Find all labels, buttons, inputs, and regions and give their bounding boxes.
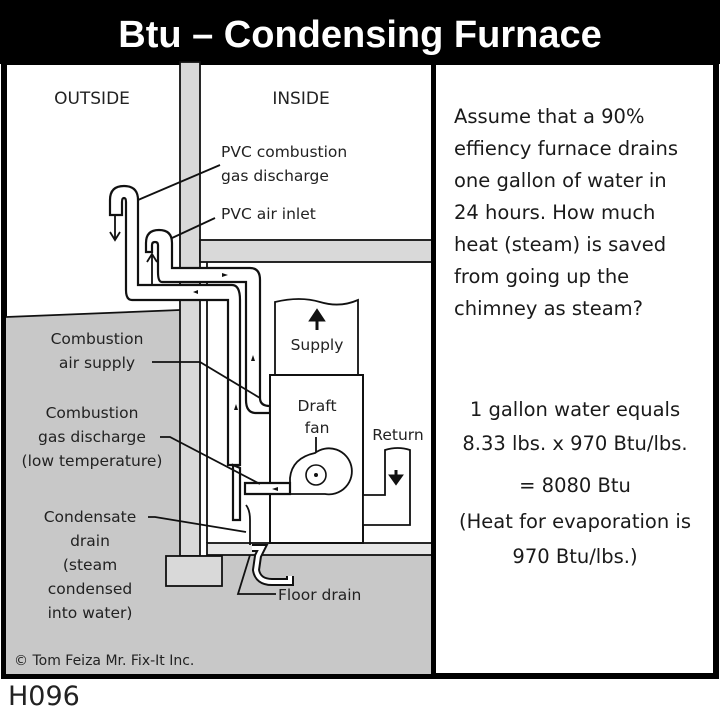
question-line: from going up the — [454, 265, 629, 288]
condensate-trap — [231, 463, 242, 522]
inside-label: INSIDE — [272, 89, 329, 109]
question-line: Assume that a 90% — [454, 105, 645, 128]
question-line: heat (steam) is saved — [454, 233, 666, 256]
exterior-wall — [179, 61, 201, 557]
draft-fan-label: Draft — [297, 397, 336, 415]
pvc-inlet-label: PVC air inlet — [221, 205, 316, 223]
return-duct — [362, 447, 411, 526]
title: Btu – Condensing Furnace — [118, 14, 601, 56]
panel-divider — [431, 62, 436, 676]
condensate-label: Condensate — [44, 508, 137, 526]
answer-line: (Heat for evaporation is — [459, 510, 691, 533]
return-arrow-icon — [388, 470, 404, 486]
pvc-exhaust-pipe — [108, 184, 242, 467]
condensate-label: drain — [70, 532, 110, 550]
pvc-air-inlet-pipe — [144, 228, 272, 415]
floor-drain-label: Floor drain — [278, 586, 361, 604]
answer-line: 8.33 lbs. x 970 Btu/lbs. — [462, 432, 687, 455]
condensate-label: (steam — [63, 556, 117, 574]
combustion-air-label: Combustion — [51, 330, 144, 348]
basement-slab — [206, 542, 433, 556]
draft-fan — [243, 447, 353, 496]
copyright: © Tom Feiza Mr. Fix-It Inc. — [14, 653, 194, 669]
outside-ground — [6, 310, 180, 674]
question-line: 24 hours. How much — [454, 201, 655, 224]
condensate-label: condensed — [48, 580, 132, 598]
return-label: Return — [372, 426, 423, 444]
floor — [199, 239, 433, 263]
supply-label: Supply — [291, 336, 344, 354]
pvc-discharge-label: PVC combustion — [221, 143, 347, 161]
question-line: one gallon of water in — [454, 169, 667, 192]
outside-label: OUTSIDE — [54, 89, 130, 109]
combustion-air-label: air supply — [59, 354, 135, 372]
answer-line: 1 gallon water equals — [470, 398, 680, 421]
gas-discharge-label: (low temperature) — [22, 452, 163, 470]
draft-fan-label: fan — [305, 419, 330, 437]
question-line: chimney as steam? — [454, 297, 643, 320]
gas-discharge-label: gas discharge — [38, 428, 146, 446]
question-line: effiency furnace drains — [454, 137, 678, 160]
question-text: Assume that a 90% effiency furnace drain… — [454, 105, 678, 320]
answer-text: 1 gallon water equals 8.33 lbs. x 970 Bt… — [459, 398, 691, 568]
pvc-discharge-label: gas discharge — [221, 167, 329, 185]
supply-plenum — [274, 298, 359, 381]
title-bar — [0, 0, 720, 64]
supply-arrow-icon — [308, 308, 326, 330]
answer-line: = 8080 Btu — [519, 474, 631, 497]
answer-line: 970 Btu/lbs.) — [512, 545, 637, 568]
figure-code: H096 — [8, 681, 80, 709]
condensate-label: into water) — [48, 604, 133, 622]
gas-discharge-label: Combustion — [46, 404, 139, 422]
footing — [165, 555, 223, 587]
